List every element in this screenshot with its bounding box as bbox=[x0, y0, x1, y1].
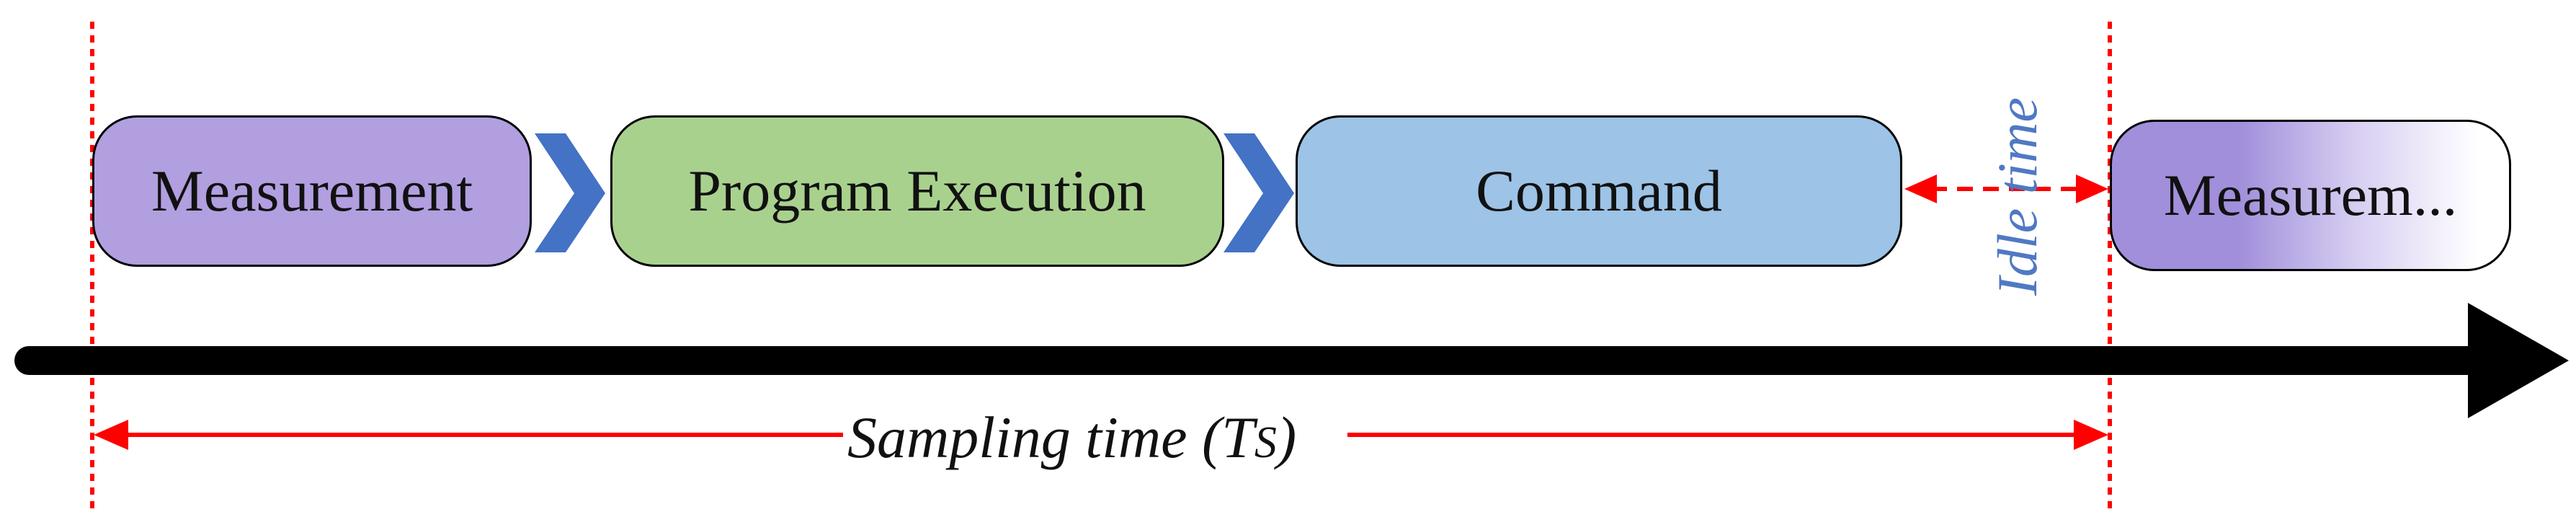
arrowhead-left-icon bbox=[1904, 175, 1937, 203]
sampling-time-label: Sampling time (TS) bbox=[843, 404, 1301, 472]
next-measurement-label: Measurem... bbox=[2163, 162, 2458, 228]
arrowhead-left-icon bbox=[94, 420, 128, 450]
arrowhead-right-icon bbox=[2076, 175, 2108, 203]
next-measurement-block: Measurem... bbox=[2110, 120, 2511, 271]
chevron-arrow-icon bbox=[1224, 133, 1294, 252]
program-execution-label: Program Execution bbox=[688, 158, 1146, 224]
timeline-arrowhead bbox=[2468, 303, 2569, 418]
measurement-label: Measurement bbox=[151, 158, 473, 224]
command-label: Command bbox=[1476, 158, 1722, 224]
idle-time-label: Idle time bbox=[1986, 97, 2049, 296]
command-block: Command bbox=[1296, 115, 1902, 267]
arrowhead-right-icon bbox=[2074, 420, 2108, 450]
sampling-time-close: ) bbox=[1276, 405, 1297, 470]
measurement-block: Measurement bbox=[92, 115, 532, 267]
program-execution-block: Program Execution bbox=[610, 115, 1224, 267]
sampling-time-subscript: S bbox=[1254, 418, 1277, 467]
chevron-arrow-icon bbox=[535, 133, 605, 252]
sampling-time-text: Sampling time (T bbox=[847, 405, 1254, 470]
